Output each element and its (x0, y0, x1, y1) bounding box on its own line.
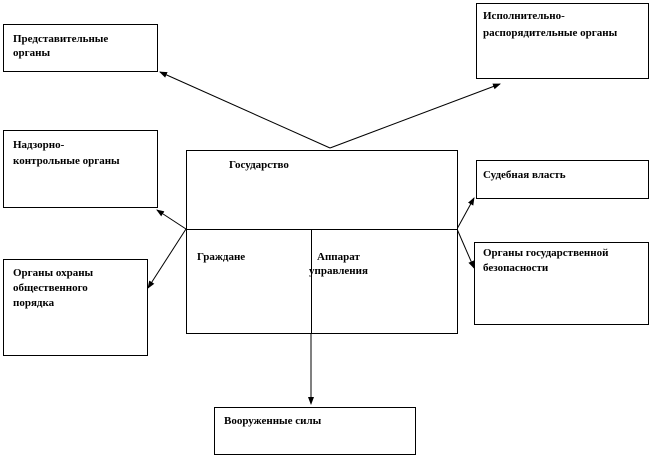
security-label-1: Органы государственной (483, 247, 609, 259)
supervisory-box: Надзорно- контрольные органы (3, 130, 158, 208)
arrow-to-representative (159, 71, 331, 149)
arrow-to-supervisory (156, 209, 187, 230)
apparatus-label-2: управления (309, 265, 368, 277)
representative-box: Представительные органы (3, 24, 158, 72)
public-order-label-1: Органы охраны (13, 267, 94, 279)
state-box: Государство Граждане Аппарат управления (186, 150, 458, 334)
citizens-label: Граждане (197, 251, 246, 263)
arrow-to-executive (329, 83, 501, 149)
supervisory-label-1: Надзорно- (13, 139, 65, 151)
representative-label-1: Представительные (13, 33, 109, 45)
state-divider (187, 229, 457, 230)
state-split (311, 229, 312, 333)
executive-label-1: Исполнительно- (483, 10, 565, 22)
apparatus-label-1: Аппарат (317, 251, 360, 263)
security-box: Органы государственной безопасности (474, 242, 649, 325)
executive-box: Исполнительно- распорядительные органы (476, 3, 649, 79)
armed-forces-label: Вооруженные силы (224, 415, 322, 427)
arrow-to-security (456, 228, 475, 269)
public-order-box: Органы охраны общественного порядка (3, 259, 148, 356)
judicial-box: Судебная власть (476, 160, 649, 199)
supervisory-label-2: контрольные органы (13, 155, 120, 167)
public-order-label-2: общественного (13, 282, 88, 294)
armed-forces-box: Вооруженные силы (214, 407, 416, 455)
public-order-label-3: порядка (13, 297, 55, 309)
arrow-to-judicial (456, 197, 475, 230)
representative-label-2: органы (13, 47, 51, 59)
arrow-to-public-order (147, 228, 187, 289)
executive-label-2: распорядительные органы (483, 27, 618, 39)
security-label-2: безопасности (483, 262, 549, 274)
state-title: Государство (229, 159, 289, 171)
judicial-label: Судебная власть (483, 169, 566, 181)
